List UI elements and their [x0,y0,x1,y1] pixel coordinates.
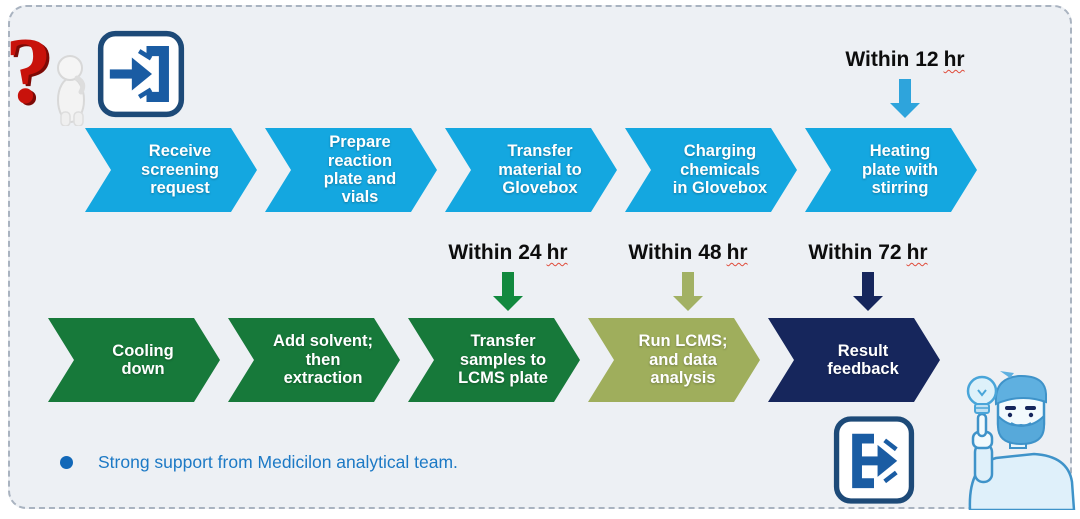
exit-arrow-icon [833,416,915,504]
flow-step: Charging chemicals in Glovebox [625,128,797,212]
flow-step-label: Charging chemicals in Glovebox [672,142,768,198]
flow-step-label: Transfer samples to LCMS plate [458,332,548,388]
flow-step-label: Run LCMS; and data analysis [638,332,728,388]
svg-text:?: ? [5,24,52,123]
lightbulb-icon [966,375,998,414]
flow-step: Transfer material to Glovebox [445,128,617,212]
flow-step: Add solvent; then extraction [228,318,400,402]
bullet-dot [60,456,73,469]
flow-step: Receive screening request [85,128,257,212]
pointing-man-illustration [966,371,1076,510]
flow-step-label: Add solvent; then extraction [273,332,373,388]
flow-step-label: Cooling down [112,341,174,378]
flow-row-day1: Receive screening request Prepare reacti… [85,128,977,212]
down-arrow-icon [673,272,703,311]
flow-row-day2: Cooling down Add solvent; then extractio… [48,318,940,402]
flow-step: Run LCMS; and data analysis [588,318,760,402]
down-arrow-icon [493,272,523,311]
flow-step: Prepare reaction plate and vials [265,128,437,212]
flow-step: Result feedback [768,318,940,402]
enter-arrow-icon [97,30,185,118]
flow-step-label: Receive screening request [141,142,219,198]
flow-step: Transfer samples to LCMS plate [408,318,580,402]
down-arrow-icon [853,272,883,311]
flow-step-label: Transfer material to Glovebox [498,142,582,198]
question-mark-3d-figure-icon: ? ? [5,24,86,126]
footer-note: Strong support from Medicilon analytical… [60,452,458,473]
flow-step: Cooling down [48,318,220,402]
svg-text:?: ? [8,24,55,125]
flow-step-label: Heating plate with stirring [861,142,939,198]
footer-text: Strong support from Medicilon analytical… [98,452,458,472]
flow-step-label: Prepare reaction plate and vials [323,133,397,207]
down-arrow-icon [890,79,920,118]
flow-step: Heating plate with stirring [805,128,977,212]
flow-step-label: Result feedback [827,341,899,378]
